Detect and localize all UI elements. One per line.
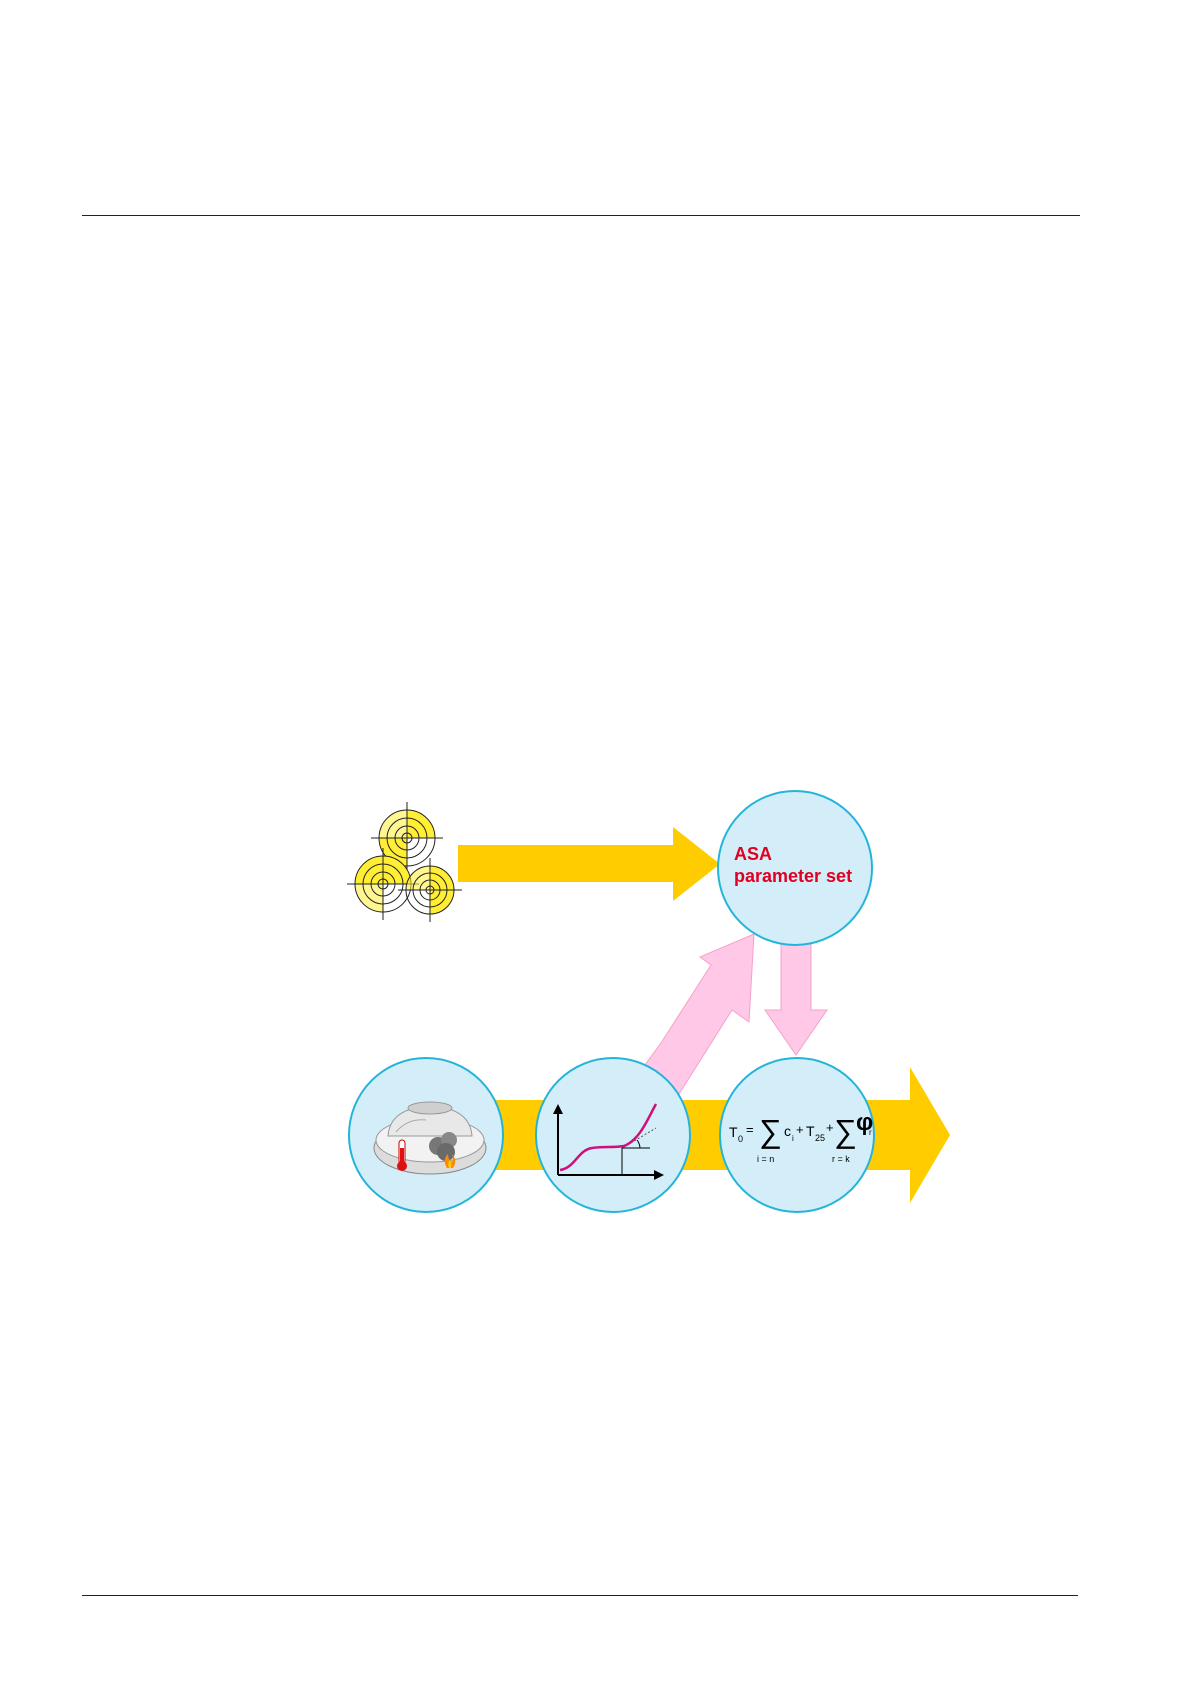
sum-symbol-2: ∑ [834, 1113, 857, 1149]
radar-target-icon [347, 802, 462, 922]
detector-node [349, 1058, 503, 1212]
feedback-arrow-down [765, 942, 827, 1055]
formula-plus-2: + [826, 1120, 834, 1135]
formula-term1-sub: i [792, 1134, 794, 1143]
sum2-lower-bound: r = k [832, 1154, 850, 1164]
formula-term2-sub: 25 [815, 1133, 825, 1143]
graph-node [536, 1058, 690, 1212]
asa-subtitle: parameter set [734, 866, 852, 886]
formula-lhs-sub: 0 [738, 1134, 743, 1144]
formula-plus-1: + [796, 1122, 804, 1137]
sum1-lower-bound: i = n [757, 1154, 774, 1164]
sum-symbol-1: ∑ [759, 1113, 782, 1149]
input-arrow [458, 827, 720, 901]
formula-term3-sub: r [869, 1128, 872, 1137]
formula-equals: = [746, 1122, 754, 1137]
formula-node: T 0 = ∑ i = n c i + T 25 + ∑ r = k φ r [720, 1058, 874, 1212]
asa-node: ASA parameter set [718, 791, 872, 945]
asa-title: ASA [734, 844, 772, 864]
formula-term2: T [806, 1123, 815, 1139]
formula-lhs: T [729, 1124, 738, 1140]
formula-term1: c [784, 1123, 791, 1139]
